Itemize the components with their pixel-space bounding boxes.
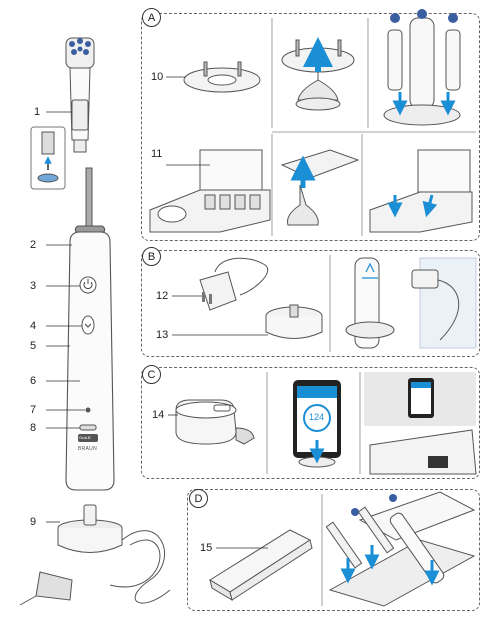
charger-base-illustration	[19, 504, 171, 606]
part-label-5: 5	[30, 340, 37, 352]
section-d-frame	[187, 489, 480, 611]
part-label-10: 10	[151, 71, 164, 83]
travel-case-open-illustration	[325, 491, 476, 607]
section-a-dividers	[271, 18, 476, 236]
part-label-11: 11	[151, 148, 163, 160]
section-a-frame	[141, 13, 480, 241]
holder-ring-illustration	[183, 61, 261, 93]
section-badge-d: D	[189, 489, 208, 508]
part-label-13: 13	[156, 329, 169, 341]
smartphone-illustration	[293, 380, 341, 468]
part-label-1: 1	[34, 106, 41, 118]
travel-charger-cover-illustration	[175, 399, 255, 445]
plug-adapter-illustration	[199, 257, 268, 311]
brush-head-illustration	[65, 37, 95, 153]
section-b-frame	[141, 250, 480, 357]
section-badge-c: C	[142, 365, 161, 384]
app-display-value: 124	[309, 412, 325, 422]
charger-illustration	[265, 304, 323, 339]
leader-lines-left	[46, 111, 85, 523]
part-label-15: 15	[200, 542, 213, 554]
part-label-6: 6	[30, 375, 37, 387]
holder-with-heads-illustration	[383, 9, 461, 126]
section-c-frame	[141, 367, 480, 479]
travel-case-closed-illustration	[209, 529, 313, 602]
oralb-handle-logo: Oral-B	[79, 435, 91, 440]
tray-with-lid-illustration	[369, 149, 473, 233]
tray-mount-illustration	[280, 149, 360, 226]
holder-mount-illustration	[281, 37, 355, 111]
charging-scene-illustration	[345, 257, 477, 349]
part-label-3: 3	[30, 280, 37, 292]
part-label-9: 9	[30, 516, 37, 528]
part-label-8: 8	[30, 422, 37, 434]
braun-brand-label: BRAUN	[78, 446, 98, 452]
section-badge-b: B	[142, 247, 161, 266]
section-badge-a: A	[142, 8, 161, 27]
part-label-14: 14	[152, 409, 165, 421]
handle-illustration	[65, 167, 115, 491]
part-label-7: 7	[30, 404, 37, 416]
storage-tray-illustration	[149, 149, 271, 233]
phone-on-bathroom-sink-illustration	[364, 372, 477, 475]
part-label-4: 4	[30, 320, 37, 332]
part-label-2: 2	[30, 239, 37, 251]
part-label-12: 12	[156, 290, 169, 302]
brush-head-adapter-detail	[30, 126, 66, 190]
